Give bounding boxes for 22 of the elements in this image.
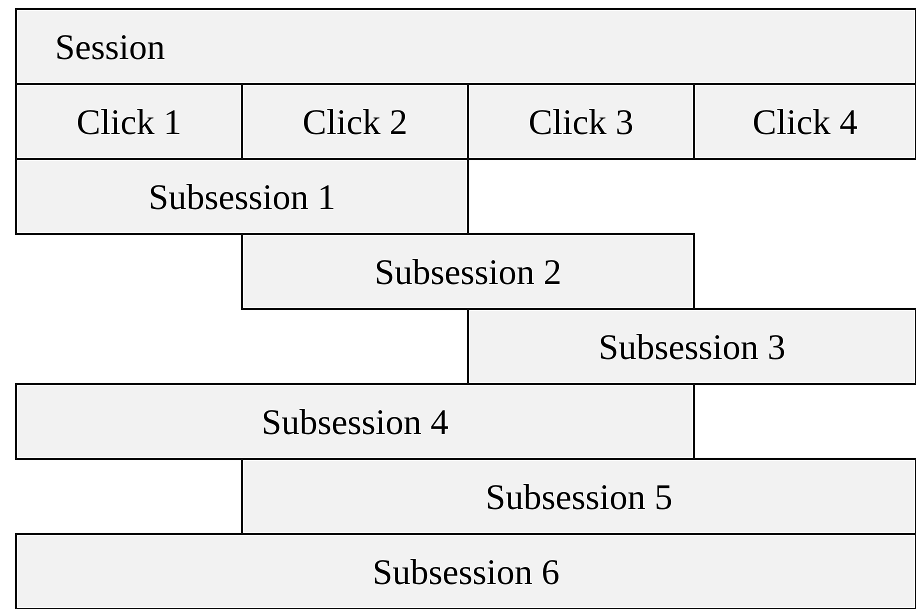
node-label: Subsession 5 [485,476,673,518]
click-cell [467,83,695,160]
click-cell [15,83,243,160]
node-label: Subsession 1 [148,176,336,218]
subsession-bar [15,383,695,460]
node-label: Click 4 [752,100,858,142]
subsession-bar [15,158,469,235]
subsession-bar [241,233,695,310]
node-label: Session [55,26,166,68]
click-cell [693,83,916,160]
node-label: Click 1 [76,100,182,142]
node-label: Subsession 4 [261,400,449,442]
node-label: Click 3 [528,100,634,142]
node-label: Click 2 [302,100,408,142]
subsession-bar [467,308,916,385]
subsession-bar [241,458,916,535]
session-bar [15,8,916,85]
node-label: Subsession 3 [598,326,786,368]
node-label: Subsession 6 [372,550,560,592]
node-label: Subsession 2 [374,250,562,292]
subsession-bar [15,533,916,609]
click-cell [241,83,469,160]
